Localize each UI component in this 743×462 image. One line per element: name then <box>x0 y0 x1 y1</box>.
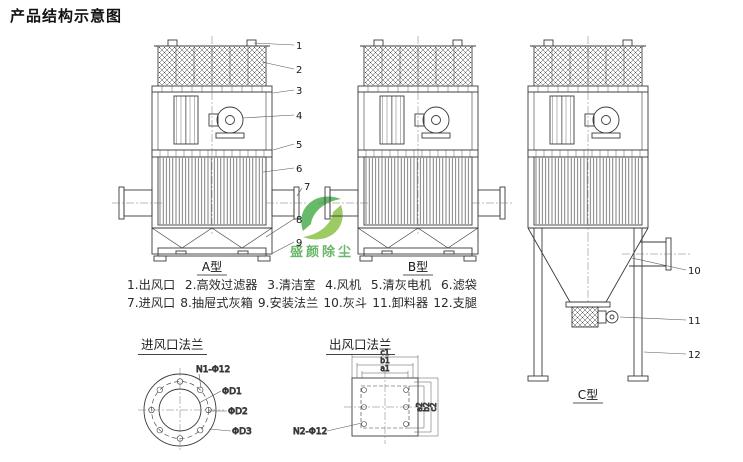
callout-6: 6 <box>296 164 302 175</box>
outlet-a1-label: a1 <box>380 364 390 373</box>
callout-11: 11 <box>688 316 701 327</box>
callout-10: 10 <box>688 266 701 277</box>
legend-row-2: 7.进风口 8.抽屉式灰箱 9.安装法兰 10.灰斗 11.卸料器 12.支腿 <box>127 294 477 312</box>
callout-2: 2 <box>296 65 302 76</box>
page-title: 产品结构示意图 <box>10 7 123 25</box>
legend-item: 7.进风口 <box>127 296 176 311</box>
outlet-b2-label: b2 <box>422 402 431 412</box>
parts-legend: 1.出风口 2.高效过滤器 3.清洁室 4.风机 5.清灰电机 6.滤袋 7.进… <box>127 276 477 313</box>
callout-leaders <box>242 42 687 355</box>
callout-5: 5 <box>296 140 302 151</box>
legend-item: 10.灰斗 <box>323 296 368 311</box>
callout-8: 8 <box>296 215 302 226</box>
legend-row-1: 1.出风口 2.高效过滤器 3.清洁室 4.风机 5.清灰电机 6.滤袋 <box>127 276 477 294</box>
callout-12: 12 <box>688 350 701 361</box>
legend-item: 1.出风口 <box>127 278 176 292</box>
inlet-flange-detail: N1-Φ12 ΦD1 ΦD2 ΦD3 <box>138 365 252 452</box>
machine-a <box>112 35 306 262</box>
legend-item: 11.卸料器 <box>372 296 429 311</box>
type-b-label: B型 <box>408 260 428 274</box>
legend-item: 4.风机 <box>325 278 362 292</box>
callout-9: 9 <box>296 238 302 249</box>
legend-item: 9.安装法兰 <box>257 296 319 311</box>
watermark-text: 盛颜除尘 <box>290 244 354 260</box>
machine-b <box>318 35 512 262</box>
callout-4: 4 <box>296 111 302 122</box>
inlet-d2-label: ΦD2 <box>228 407 248 417</box>
watermark-logo: 盛颜除尘 <box>290 196 354 260</box>
legend-item: 8.抽屉式灰箱 <box>180 296 253 311</box>
callout-3: 3 <box>296 86 302 97</box>
outlet-c2-label: c2 <box>429 402 438 411</box>
outlet-a2-label: a2 <box>415 402 424 412</box>
legend-item: 12.支腿 <box>433 296 477 311</box>
callout-1: 1 <box>296 41 302 52</box>
machine-c <box>527 35 692 382</box>
outlet-bolt-label: N2-Φ12 <box>293 427 327 437</box>
type-a-label: A型 <box>202 260 222 274</box>
callout-7: 7 <box>304 182 310 193</box>
inlet-d3-label: ΦD3 <box>232 427 252 437</box>
outlet-c1-label: c1 <box>381 348 390 357</box>
callout-numbers: 1 2 3 4 5 6 7 8 9 10 11 12 <box>296 41 701 361</box>
inlet-flange-title: 进风口法兰 <box>138 334 207 355</box>
type-c-label: C型 <box>578 388 598 402</box>
legend-item: 6.滤袋 <box>440 278 477 292</box>
legend-item: 5.清灰电机 <box>370 278 432 292</box>
inlet-bolt-label: N1-Φ12 <box>196 365 230 375</box>
outlet-flange-detail: c1 b1 a1 a2 b2 c2 N2-Φ12 <box>293 348 438 444</box>
inlet-d1-label: ΦD1 <box>222 387 242 397</box>
outlet-flange-title: 出风口法兰 <box>326 334 395 355</box>
type-labels: A型 B型 C型 <box>197 260 603 404</box>
outlet-b1-label: b1 <box>380 356 390 365</box>
legend-item: 3.清洁室 <box>267 278 316 292</box>
legend-item: 2.高效过滤器 <box>184 278 258 292</box>
